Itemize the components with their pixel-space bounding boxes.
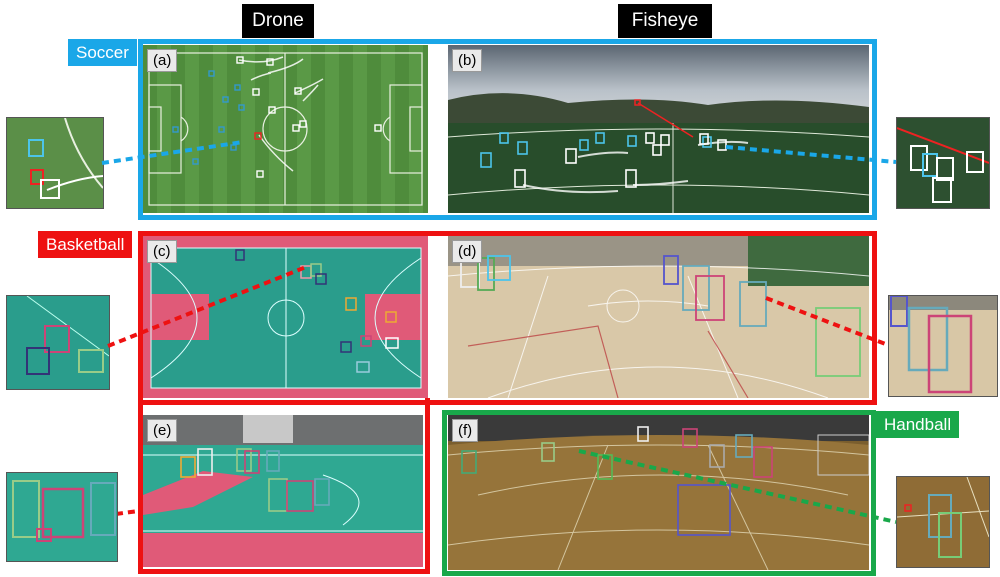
handball-fisheye-view [448,415,869,570]
panel-d-fisheye-basketball: (d) [448,236,869,398]
soccer-fisheye-view [448,45,869,213]
handball-label: Handball [876,411,960,438]
basketball-fisheye-zoom-inset [888,295,998,397]
panel-a-label: (a) [147,49,178,72]
basketball-drone-outdoor-court [143,415,423,567]
panel-c-label: (c) [147,240,177,263]
panel-f-label: (f) [452,419,479,442]
panel-e-drone-basketball: (e) [143,415,423,567]
basketball-label: Basketball [38,231,133,258]
drone-column-header: Drone [242,4,314,38]
panel-f-fisheye-handball: (f) [448,415,869,570]
soccer-drone-zoom-inset [6,117,104,209]
fisheye-column-header: Fisheye [618,4,712,38]
soccer-fisheye-zoom-inset [896,117,990,209]
panel-b-fisheye-soccer: (b) [448,45,869,213]
panel-e-label: (e) [147,419,178,442]
basketball-drone-court [143,236,428,398]
handball-zoom-inset [896,476,990,568]
basketball-drone-zoom-inset [6,295,110,390]
soccer-label: Soccer [68,39,137,66]
panel-d-label: (d) [452,240,483,263]
basketball-fisheye-view [448,236,869,398]
panel-a-drone-soccer: (a) [143,45,428,213]
soccer-frame-divider [429,44,447,215]
soccer-drone-field [143,45,428,213]
panel-b-label: (b) [452,49,483,72]
basketball-outdoor-zoom-inset [6,472,118,562]
basketball-frame-divider [429,236,447,400]
panel-c-drone-basketball: (c) [143,236,428,398]
